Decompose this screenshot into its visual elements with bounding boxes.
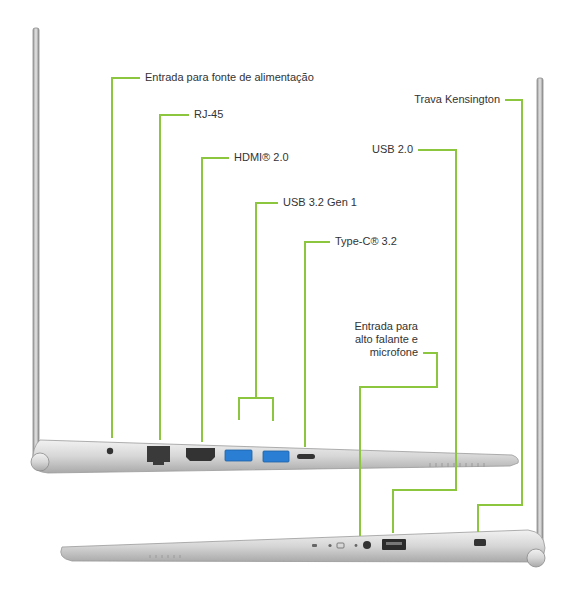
usb2-port-tongue (386, 542, 402, 545)
port-label: Entrada para alto falante e microfone (344, 320, 418, 359)
rj45-port (147, 446, 170, 465)
vent (150, 555, 180, 558)
hdmi-port (186, 448, 215, 461)
power-jack (107, 448, 113, 454)
port-label: Trava Kensington (414, 93, 500, 106)
laptop-base (61, 530, 545, 562)
port-label: USB 3.2 Gen 1 (283, 196, 357, 209)
port-label: HDMI® 2.0 (234, 151, 289, 164)
leader-lines (112, 78, 522, 536)
laptop-hinge (527, 549, 545, 567)
laptop-base (33, 440, 519, 473)
leader-line (478, 100, 522, 532)
kensington-slot (474, 539, 486, 546)
laptop-lid (537, 78, 543, 556)
type-c-port (297, 454, 315, 459)
leader-bracket (239, 398, 273, 421)
leader-line (256, 203, 278, 398)
port-label: Type-C® 3.2 (335, 235, 397, 248)
leader-line (360, 353, 437, 536)
usb3-port (263, 451, 289, 462)
leader-line (202, 158, 229, 442)
laptop-lid (33, 28, 39, 458)
port-label: RJ-45 (194, 108, 223, 121)
port-label: USB 2.0 (372, 143, 413, 156)
leader-line (160, 115, 189, 440)
usb3-port (225, 450, 252, 461)
audio-jack (363, 541, 371, 549)
leader-line (112, 78, 140, 438)
laptop-hinge (31, 453, 49, 471)
usb2-port (382, 539, 406, 550)
status-icons (312, 543, 357, 548)
leader-line (305, 242, 330, 447)
port-label: Entrada para fonte de alimentação (145, 71, 314, 84)
